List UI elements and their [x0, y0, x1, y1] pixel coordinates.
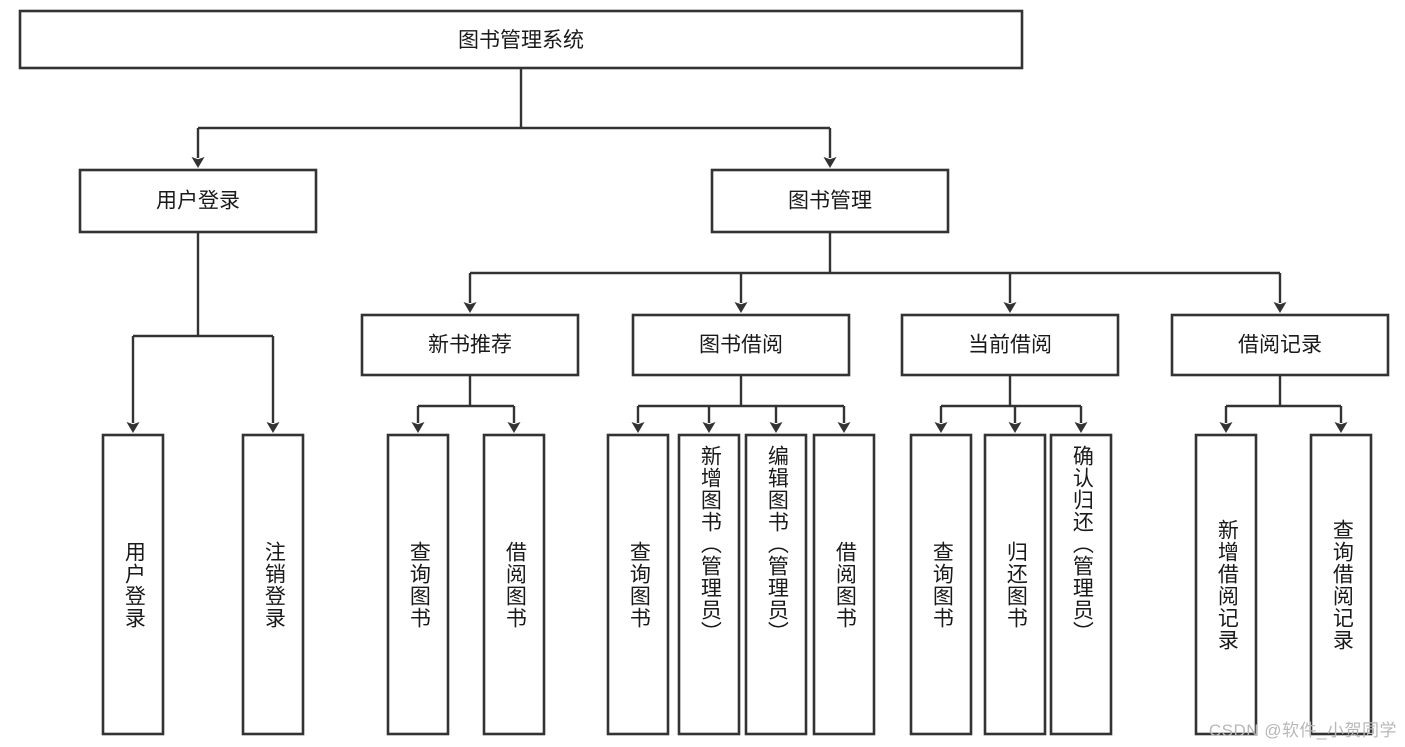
connector-newbookrec-to-leaves	[411, 375, 521, 433]
leaf-box-borrow-book-2[interactable]	[812, 433, 876, 736]
connector-borrowrecord-to-leaves	[1219, 375, 1348, 433]
leaf-box-logout-login[interactable]	[241, 433, 305, 736]
node-root[interactable]: 图书管理系统	[18, 9, 1024, 70]
connector-root-to-level2	[191, 68, 837, 168]
leaf-box-user-login[interactable]	[101, 433, 165, 736]
leaf-boxes	[101, 433, 1373, 736]
node-root-label: 图书管理系统	[458, 29, 584, 52]
leaf-box-add-record[interactable]	[1194, 433, 1258, 736]
leaf-box-return-book[interactable]	[983, 433, 1047, 736]
connector-currentborrow-to-leaves	[934, 375, 1088, 433]
node-book-manage[interactable]: 图书管理	[710, 168, 950, 234]
node-new-book-rec[interactable]: 新书推荐	[360, 313, 580, 377]
node-current-borrow[interactable]: 当前借阅	[900, 313, 1120, 377]
node-current-borrow-label: 当前借阅	[968, 334, 1052, 357]
node-new-book-rec-label: 新书推荐	[428, 334, 512, 357]
node-book-borrow[interactable]: 图书借阅	[631, 313, 851, 377]
leaf-box-add-book[interactable]	[677, 433, 741, 736]
connector-userlogin-to-leaves	[126, 232, 280, 433]
node-user-login[interactable]: 用户登录	[78, 168, 318, 234]
node-user-login-label: 用户登录	[156, 190, 240, 213]
leaf-box-query-book-2[interactable]	[606, 433, 670, 736]
node-borrow-record[interactable]: 借阅记录	[1170, 313, 1390, 377]
leaf-box-query-book-1[interactable]	[386, 433, 450, 736]
node-book-borrow-label: 图书借阅	[699, 334, 783, 357]
node-borrow-record-label: 借阅记录	[1238, 334, 1322, 357]
leaf-box-confirm-return[interactable]	[1049, 433, 1113, 736]
node-book-manage-label: 图书管理	[788, 190, 872, 213]
leaf-box-query-book-3[interactable]	[909, 433, 973, 736]
leaf-box-edit-book[interactable]	[744, 433, 808, 736]
connector-bookborrow-to-leaves	[631, 375, 851, 433]
leaf-box-query-record[interactable]	[1309, 433, 1373, 736]
leaf-box-borrow-book-1[interactable]	[482, 433, 546, 736]
connector-bookmanage-to-level3	[463, 232, 1287, 313]
